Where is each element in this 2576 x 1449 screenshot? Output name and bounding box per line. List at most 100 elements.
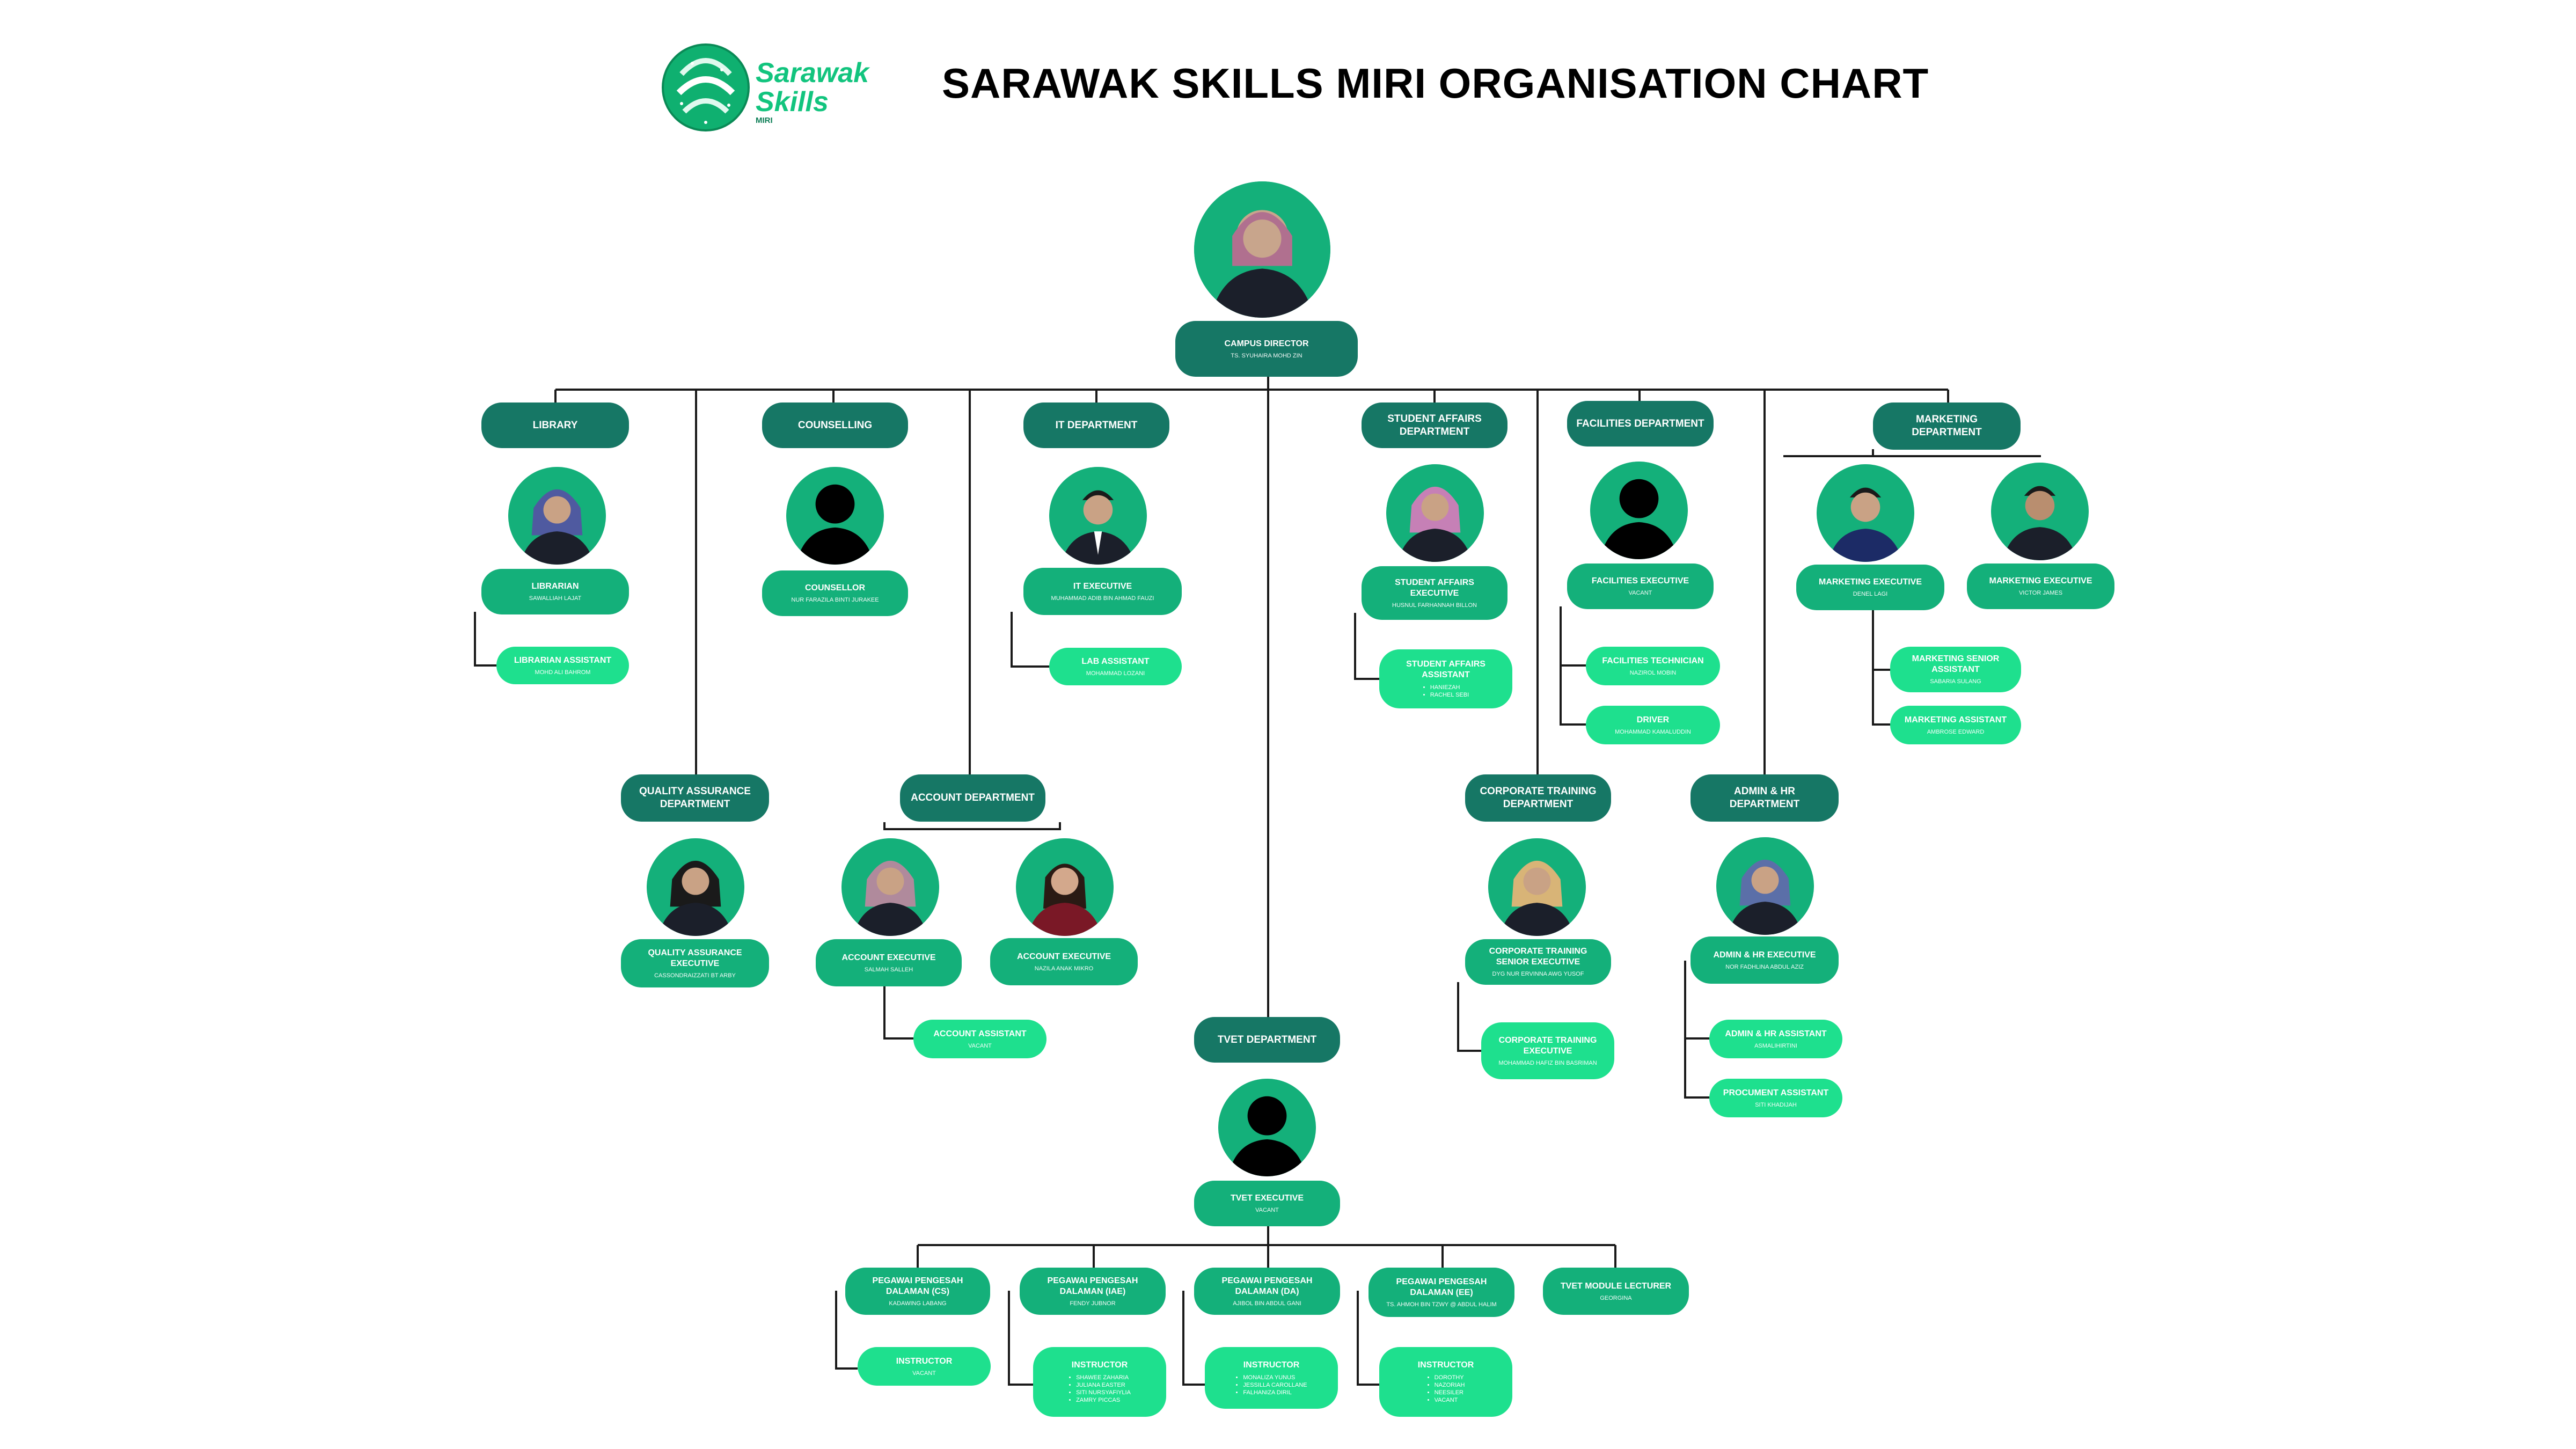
- list-item: HANIEZAH: [1430, 684, 1469, 691]
- instructor-da-title: INSTRUCTOR: [1243, 1360, 1300, 1370]
- student-affairs-assistant-box: STUDENT AFFAIRS ASSISTANT HANIEZAH RACHE…: [1379, 649, 1512, 708]
- logo-word-skills: Skills: [756, 86, 829, 118]
- instructor-iae-box: INSTRUCTOR SHAWEE ZAHARIA JULIANA EASTER…: [1033, 1347, 1166, 1417]
- account-executive-1-name: SALMAH SALLEH: [864, 966, 913, 973]
- list-item: JESSILLA CAROLLANE: [1243, 1381, 1307, 1389]
- photo-corporate-senior-executive: [1488, 838, 1586, 936]
- pp-iae-title: PEGAWAI PENGESAH DALAMAN (IAE): [1047, 1276, 1138, 1296]
- librarian-assistant-name: MOHD ALI BAHROM: [535, 669, 591, 676]
- dept-corporate-training: CORPORATE TRAINING DEPARTMENT: [1465, 774, 1611, 822]
- pp-da-name: AJIBOL BIN ABDUL GANI: [1233, 1300, 1301, 1307]
- account-executive-1-title: ACCOUNT EXECUTIVE: [841, 953, 936, 962]
- tvet-executive-name: VACANT: [1255, 1207, 1279, 1213]
- librarian-title: LIBRARIAN: [531, 582, 579, 591]
- admin-hr-assistant-name: ASMALIHIRTINI: [1754, 1042, 1797, 1049]
- instructor-iae-title: INSTRUCTOR: [1071, 1360, 1128, 1370]
- tvet-executive-box: TVET EXECUTIVE VACANT: [1194, 1181, 1340, 1226]
- facilities-technician-box: FACILITIES TECHNICIAN NAZIROL MOBIN: [1586, 647, 1720, 685]
- student-affairs-executive-title: STUDENT AFFAIRS EXECUTIVE: [1395, 577, 1474, 598]
- account-executive-2-box: ACCOUNT EXECUTIVE NAZILA ANAK MIKRO: [990, 938, 1138, 985]
- list-item: NEESILER: [1435, 1389, 1465, 1396]
- photo-it-executive: [1049, 467, 1147, 565]
- photo-account-executive-1: [841, 838, 939, 936]
- campus-director-box: CAMPUS DIRECTOR TS. SYUHAIRA MOHD ZIN: [1175, 321, 1358, 377]
- marketing-assistant-name: AMBROSE EDWARD: [1927, 728, 1985, 735]
- list-item: DOROTHY: [1435, 1374, 1465, 1381]
- account-executive-2-name: NAZILA ANAK MIKRO: [1034, 965, 1094, 972]
- dept-student-affairs: STUDENT AFFAIRS DEPARTMENT: [1362, 402, 1507, 448]
- qa-executive-name: CASSONDRAIZZATI BT ARBY: [654, 972, 736, 979]
- lab-assistant-box: LAB ASSISTANT MOHAMMAD LOZANI: [1049, 648, 1182, 685]
- logo-word-sarawak: Sarawak: [756, 57, 869, 89]
- qa-executive-title: QUALITY ASSURANCE EXECUTIVE: [648, 948, 742, 968]
- pp-iae-name: FENDY JUBNOR: [1070, 1300, 1116, 1307]
- facilities-executive-name: VACANT: [1628, 590, 1652, 596]
- photo-admin-hr-executive: [1716, 837, 1814, 935]
- marketing-assistant-box: MARKETING ASSISTANT AMBROSE EDWARD: [1890, 706, 2021, 744]
- facilities-technician-title: FACILITIES TECHNICIAN: [1602, 656, 1704, 665]
- list-item: NAZORIAH: [1435, 1381, 1465, 1389]
- librarian-assistant-title: LIBRARIAN ASSISTANT: [514, 655, 612, 665]
- marketing-executive-1-title: MARKETING EXECUTIVE: [1818, 577, 1922, 587]
- account-assistant-name: VACANT: [968, 1042, 992, 1049]
- student-affairs-executive-name: HUSNUL FARHANNAH BILLON: [1392, 602, 1477, 609]
- instructor-ee-list: DOROTHY NAZORIAH NEESILER VACANT: [1427, 1374, 1465, 1404]
- photo-student-affairs-executive: [1386, 464, 1484, 562]
- it-executive-title: IT EXECUTIVE: [1073, 581, 1132, 591]
- procurement-assistant-title: PROCUMENT ASSISTANT: [1723, 1088, 1829, 1097]
- driver-name: MOHAMMAD KAMALUDDIN: [1615, 728, 1691, 735]
- procurement-assistant-box: PROCUMENT ASSISTANT SITI KHADIJAH: [1709, 1079, 1842, 1117]
- sarawak-skills-logo: Sarawak Skills MIRI: [660, 42, 896, 133]
- librarian-assistant-box: LIBRARIAN ASSISTANT MOHD ALI BAHROM: [496, 647, 629, 684]
- facilities-executive-title: FACILITIES EXECUTIVE: [1591, 576, 1689, 586]
- corporate-senior-executive-box: CORPORATE TRAINING SENIOR EXECUTIVE DYG …: [1465, 939, 1611, 985]
- corporate-executive-title: CORPORATE TRAINING EXECUTIVE: [1498, 1035, 1597, 1056]
- it-executive-name: MUHAMMAD ADIB BIN AHMAD FAUZI: [1051, 595, 1154, 602]
- globe-logo-icon: [662, 43, 750, 131]
- instructor-cs-name: VACANT: [912, 1370, 936, 1377]
- librarian-box: LIBRARIAN SAWALLIAH LAJAT: [481, 569, 629, 614]
- dept-admin-hr: ADMIN & HR DEPARTMENT: [1690, 774, 1839, 822]
- corporate-executive-name: MOHAMMAD HAFIZ BIN BASRIMAN: [1498, 1059, 1597, 1066]
- counsellor-name: NUR FARAZILA BINTI JURAKEE: [791, 597, 879, 603]
- photo-counsellor-silhouette: [786, 467, 884, 565]
- instructor-da-box: INSTRUCTOR MONALIZA YUNUS JESSILLA CAROL…: [1205, 1347, 1338, 1409]
- list-item: RACHEL SEBI: [1430, 691, 1469, 699]
- driver-title: DRIVER: [1636, 715, 1670, 724]
- driver-box: DRIVER MOHAMMAD KAMALUDDIN: [1586, 706, 1720, 744]
- admin-hr-assistant-box: ADMIN & HR ASSISTANT ASMALIHIRTINI: [1709, 1020, 1842, 1058]
- librarian-name: SAWALLIAH LAJAT: [529, 595, 582, 602]
- pp-iae-box: PEGAWAI PENGESAH DALAMAN (IAE) FENDY JUB…: [1020, 1268, 1166, 1315]
- marketing-senior-assistant-title: MARKETING SENIOR ASSISTANT: [1912, 654, 2000, 674]
- marketing-executive-2-title: MARKETING EXECUTIVE: [1989, 576, 2092, 586]
- it-executive-box: IT EXECUTIVE MUHAMMAD ADIB BIN AHMAD FAU…: [1023, 568, 1182, 615]
- dept-marketing: MARKETING DEPARTMENT: [1873, 402, 2021, 450]
- student-affairs-assistant-title: STUDENT AFFAIRS ASSISTANT: [1406, 660, 1485, 679]
- facilities-executive-box: FACILITIES EXECUTIVE VACANT: [1567, 564, 1714, 609]
- marketing-executive-1-name: DENEL LAGI: [1853, 591, 1888, 597]
- counsellor-title: COUNSELLOR: [805, 583, 865, 592]
- pp-ee-name: TS. AHMOH BIN TZWY @ ABDUL HALIM: [1386, 1301, 1497, 1308]
- list-item: MONALIZA YUNUS: [1243, 1374, 1307, 1381]
- photo-librarian: [508, 467, 606, 565]
- marketing-executive-2-box: MARKETING EXECUTIVE VICTOR JAMES: [1967, 564, 2114, 609]
- procurement-assistant-name: SITI KHADIJAH: [1755, 1101, 1797, 1108]
- photo-marketing-executive-1: [1817, 464, 1914, 562]
- counsellor-box: COUNSELLOR NUR FARAZILA BINTI JURAKEE: [762, 570, 908, 616]
- account-executive-2-title: ACCOUNT EXECUTIVE: [1016, 952, 1111, 961]
- student-affairs-executive-box: STUDENT AFFAIRS EXECUTIVE HUSNUL FARHANN…: [1362, 566, 1507, 620]
- dept-tvet: TVET DEPARTMENT: [1194, 1017, 1340, 1063]
- tvet-executive-title: TVET EXECUTIVE: [1230, 1194, 1304, 1203]
- lab-assistant-title: LAB ASSISTANT: [1081, 656, 1150, 666]
- photo-facilities-silhouette: [1590, 462, 1688, 559]
- photo-account-executive-2: [1016, 838, 1114, 936]
- list-item: ZAMRY PICCAS: [1076, 1396, 1131, 1404]
- instructor-cs-box: INSTRUCTOR VACANT: [858, 1347, 991, 1386]
- dept-it: IT DEPARTMENT: [1023, 402, 1169, 448]
- pp-da-box: PEGAWAI PENGESAH DALAMAN (DA) AJIBOL BIN…: [1194, 1268, 1340, 1315]
- marketing-executive-1-box: MARKETING EXECUTIVE DENEL LAGI: [1796, 565, 1944, 610]
- list-item: SITI NURSYAFIYLIA: [1076, 1389, 1131, 1396]
- lab-assistant-name: MOHAMMAD LOZANI: [1086, 670, 1145, 677]
- instructor-cs-title: INSTRUCTOR: [896, 1356, 953, 1366]
- corporate-senior-executive-name: DYG NUR ERVINNA AWG YUSOF: [1492, 971, 1584, 977]
